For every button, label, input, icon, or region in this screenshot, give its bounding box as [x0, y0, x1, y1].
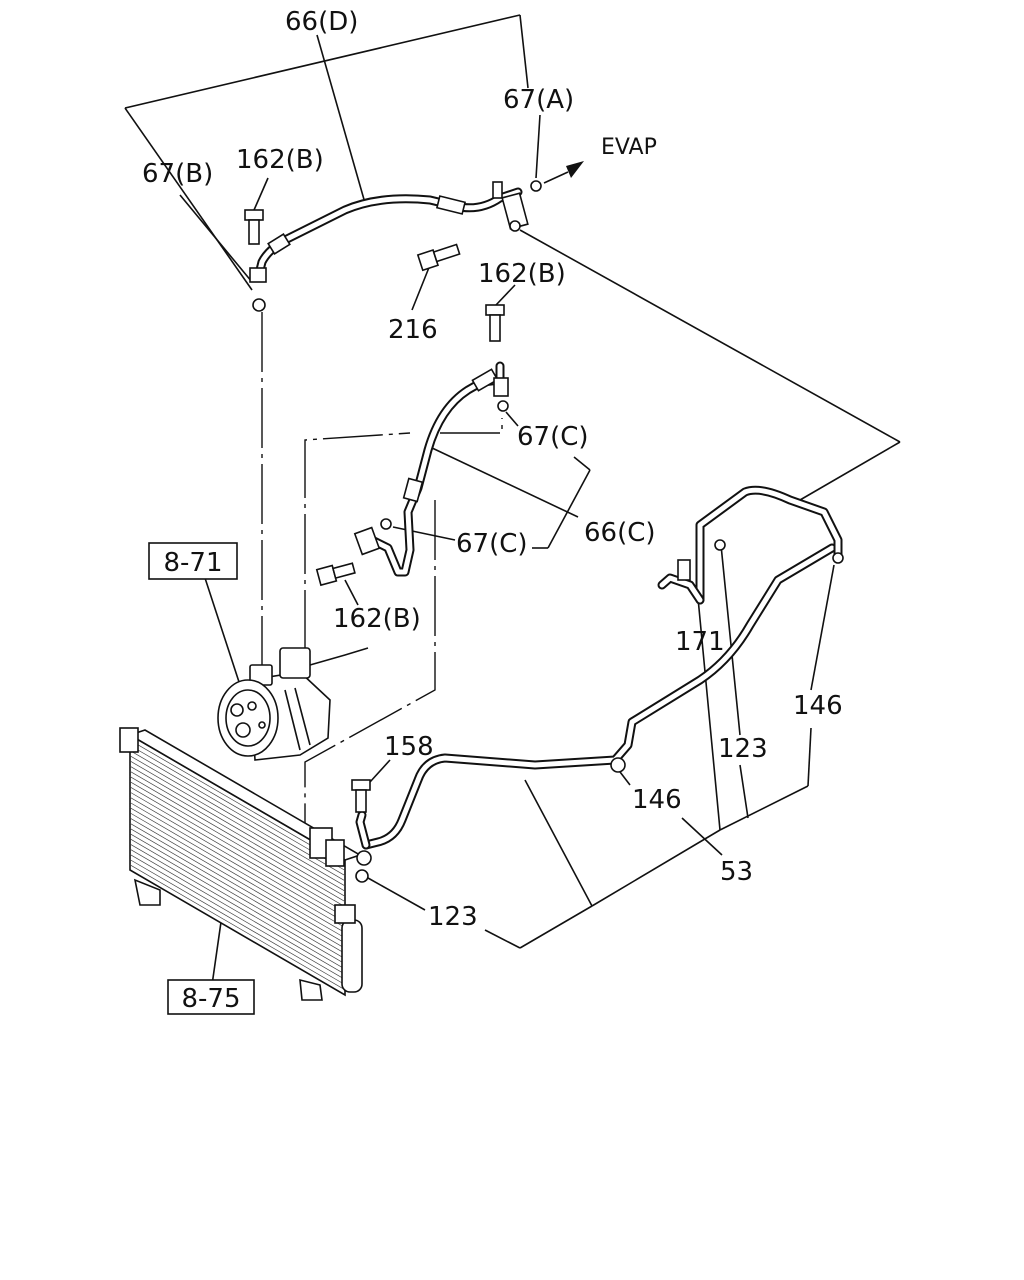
label-67a: 67(A) — [503, 85, 574, 115]
label-66d: 66(D) — [285, 7, 358, 37]
bolt-158 — [351, 779, 371, 813]
label-162b-top: 162(B) — [236, 145, 324, 175]
label-53: 53 — [720, 857, 753, 887]
label-146-mid: 146 — [632, 785, 682, 815]
condenser — [119, 727, 369, 1001]
label-216: 216 — [388, 315, 438, 345]
leader-lines — [124, 14, 901, 986]
bolt-162b-mid — [485, 304, 505, 342]
hose-66d — [249, 180, 542, 312]
bolt-216 — [416, 243, 461, 272]
label-66c: 66(C) — [584, 518, 656, 548]
bolt-162b-top — [244, 209, 264, 245]
ref-8-75[interactable]: 8-75 — [167, 979, 255, 1015]
label-67b: 67(B) — [142, 159, 213, 189]
bolt-162b-low — [315, 562, 356, 587]
label-171: 171 — [675, 627, 725, 657]
callouts: 66(D) 67(A) EVAP 67(B) 162(B) 216 162(B)… — [142, 7, 843, 932]
pipe-53-171 — [657, 485, 844, 605]
pipe-146 — [355, 543, 837, 866]
hose-66c — [353, 361, 509, 577]
ref-8-75-label: 8-75 — [181, 984, 240, 1014]
ref-8-71[interactable]: 8-71 — [148, 542, 238, 580]
label-67c-mid: 67(C) — [456, 529, 528, 559]
label-162b-low: 162(B) — [333, 604, 421, 634]
compressor — [217, 647, 369, 761]
label-evap: EVAP — [601, 135, 657, 160]
label-146-right: 146 — [793, 691, 843, 721]
label-123-right: 123 — [718, 734, 768, 764]
ref-8-71-label: 8-71 — [163, 548, 222, 578]
evap-arrow — [543, 161, 584, 184]
label-67c-top: 67(C) — [517, 422, 589, 452]
label-162b-mid: 162(B) — [478, 259, 566, 289]
label-123-low: 123 — [428, 902, 478, 932]
label-158: 158 — [384, 732, 434, 762]
